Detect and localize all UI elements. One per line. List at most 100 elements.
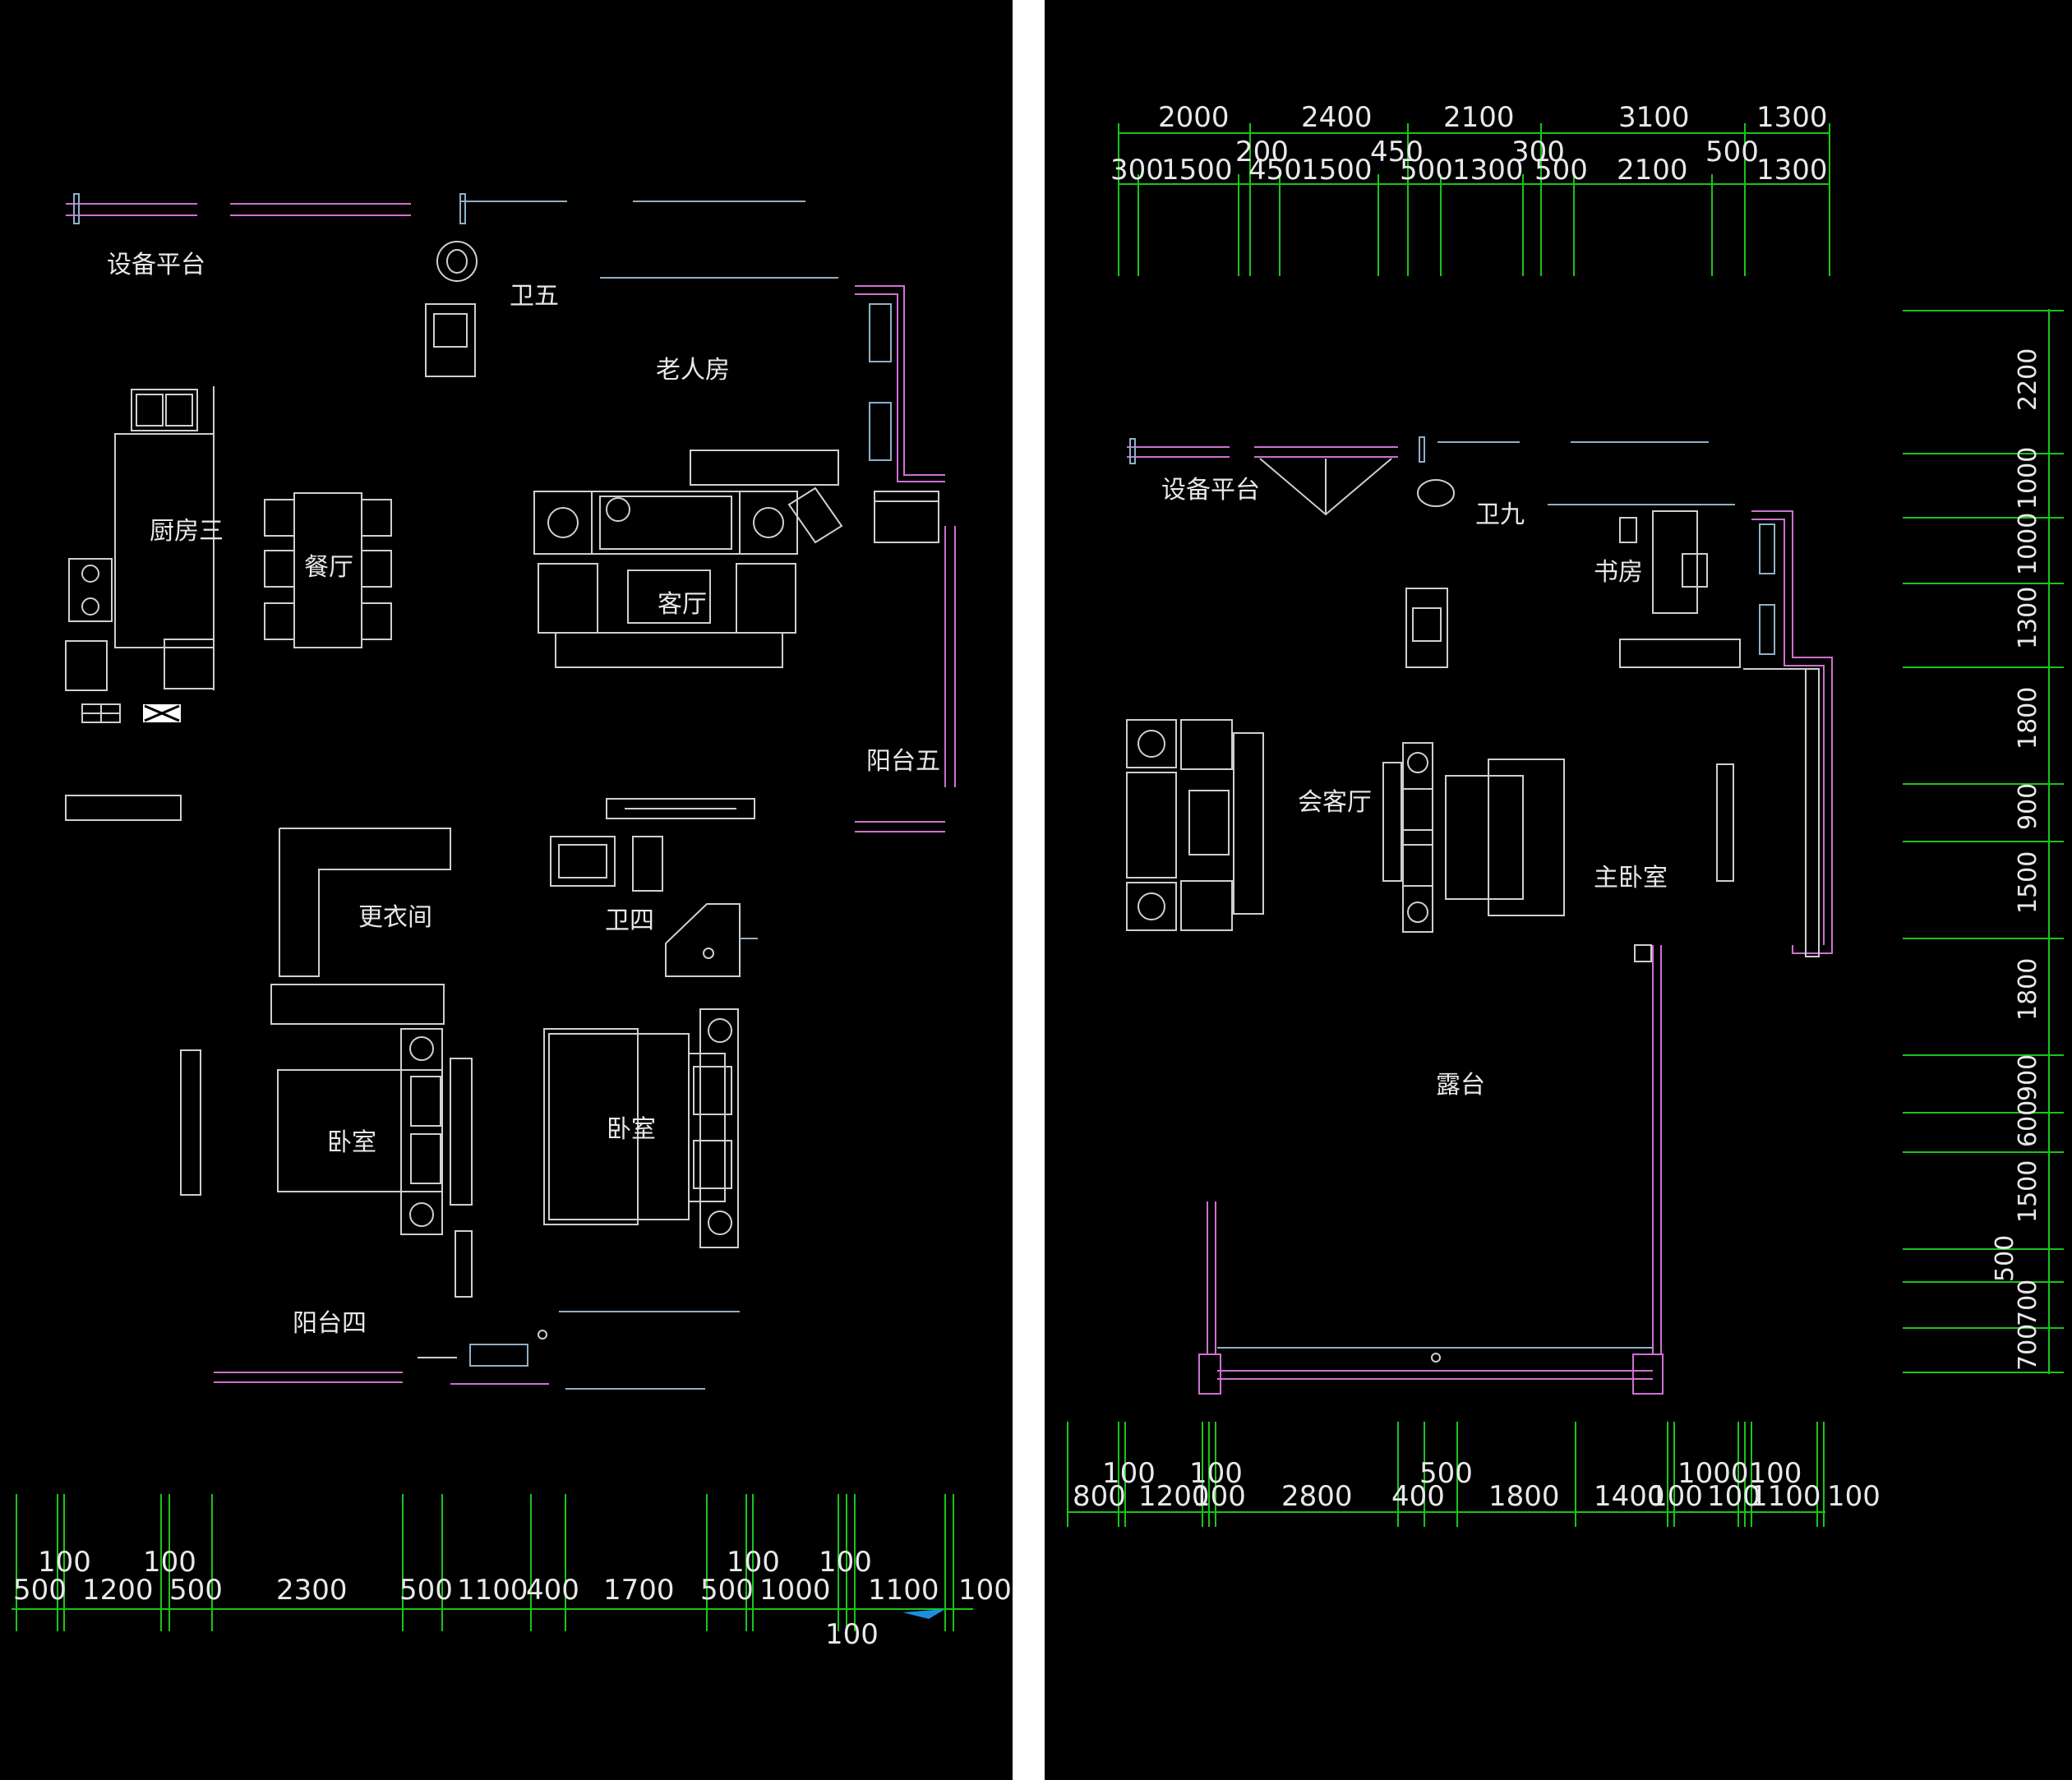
label-bedroom-b: 卧室 — [607, 1115, 656, 1144]
right-room-labels: 设备平台 卫九 书房 会客厅 主卧室 露台 — [1161, 476, 1668, 1100]
dim-value: 3100 — [1618, 101, 1690, 134]
right-top-walls — [1127, 436, 1735, 516]
dim-value: 500 — [13, 1574, 67, 1607]
label-equip-platform: 设备平台 — [1161, 476, 1260, 505]
top-walls — [66, 193, 838, 279]
bottom-dimension-text: 100 100 500 1000100 800 1200 100 2800 40… — [1073, 1457, 1880, 1513]
dim-value: 100 — [1650, 1480, 1703, 1513]
label-reception: 会客厅 — [1298, 788, 1372, 817]
dim-value: 450 — [1248, 154, 1302, 187]
dim-value: 2800 — [1281, 1480, 1353, 1513]
dim-value: 1100 — [1750, 1480, 1821, 1513]
dim-value: 2400 — [1301, 101, 1373, 134]
right-floor-plan: 设备平台 卫九 书房 会客厅 主卧室 露台 2000 2400 2100 310… — [1045, 0, 2072, 1780]
dim-value: 100 — [1193, 1480, 1246, 1513]
reception-furniture — [1126, 719, 1264, 931]
dim-value: 900 — [2014, 1054, 2042, 1101]
label-master: 主卧室 — [1594, 864, 1668, 892]
dim-value: 1800 — [2014, 958, 2042, 1021]
label-equip-platform: 设备平台 — [107, 251, 205, 279]
balcony4-walls — [214, 1311, 740, 1390]
dim-value: 400 — [526, 1574, 579, 1607]
dim-value: 500 — [399, 1574, 453, 1607]
label-elder-room: 老人房 — [656, 356, 730, 385]
dim-value: 400 — [1391, 1480, 1445, 1513]
dressing-furniture — [65, 795, 451, 1025]
dim-value: 1800 — [2014, 687, 2042, 749]
dim-value: 100 — [819, 1546, 872, 1579]
dim-value: 1100 — [868, 1574, 939, 1607]
dim-value: 200 — [1235, 136, 1289, 168]
dim-value: 450 — [1370, 136, 1424, 168]
dim-value: 500 — [1705, 136, 1759, 168]
left-dimension-text: 500 1200 500 2300 500 1100 400 1700 500 … — [13, 1546, 1012, 1651]
dim-value: 1200 — [1138, 1480, 1210, 1513]
right-dimension-lines — [1903, 309, 2064, 1374]
label-bedroom-a: 卧室 — [327, 1128, 376, 1157]
left-dimension-lines — [12, 1494, 973, 1631]
dim-value: 100 — [1827, 1480, 1880, 1513]
label-bath5: 卫五 — [510, 282, 559, 311]
left-room-labels: 设备平台 卫五 老人房 厨房三 餐厅 客厅 阳台五 更衣间 卫四 卧室 卧室 阳… — [107, 251, 940, 1338]
dim-value: 2300 — [276, 1574, 348, 1607]
dim-value: 1100 — [457, 1574, 528, 1607]
dim-value: 600 — [2014, 1100, 2042, 1147]
top-dimension-lines — [1118, 123, 1830, 276]
dim-value: 1500 — [1161, 154, 1233, 187]
dim-value: 2200 — [2014, 348, 2042, 411]
dim-value: 1800 — [1488, 1480, 1560, 1513]
label-terrace: 露台 — [1436, 1071, 1485, 1100]
dim-value: 1300 — [1452, 154, 1524, 187]
bedroom-b-bed — [543, 1008, 739, 1248]
dim-value: 1500 — [2014, 851, 2042, 914]
bath9-fixtures — [1405, 479, 1455, 668]
dim-value: 2100 — [1617, 154, 1688, 187]
label-living: 客厅 — [658, 590, 707, 619]
dim-value: 1000 — [2014, 513, 2042, 575]
dim-value: 500 — [1534, 154, 1588, 187]
dim-value: 1500 — [2014, 1160, 2042, 1223]
left-floor-plan: 设备平台 卫五 老人房 厨房三 餐厅 客厅 阳台五 更衣间 卫四 卧室 卧室 阳… — [0, 0, 1013, 1780]
label-bath9: 卫九 — [1475, 500, 1525, 529]
label-balcony4: 阳台四 — [293, 1309, 367, 1338]
right-dimension-text: 2200 1000 1000 1300 1800 900 1500 1800 9… — [1991, 348, 2042, 1371]
label-dressing: 更衣间 — [358, 903, 432, 932]
dim-value: 100 — [143, 1546, 196, 1579]
dim-value: 300 — [1110, 154, 1164, 187]
dim-value: 500 — [1991, 1235, 2019, 1282]
label-balcony5: 阳台五 — [866, 747, 940, 776]
dim-value: 100 — [1102, 1457, 1156, 1490]
master-bed — [1382, 742, 1734, 933]
bath5-fixtures — [425, 241, 478, 377]
label-bath4: 卫四 — [605, 906, 654, 935]
bedroom-a-bed — [180, 1028, 473, 1298]
dim-value: 1300 — [1756, 154, 1828, 187]
dim-value: 2100 — [1443, 101, 1515, 134]
dim-value: 100 — [38, 1546, 91, 1579]
dim-value: 100 — [727, 1546, 780, 1579]
dim-value: 500 — [169, 1574, 223, 1607]
dim-value: 500 — [1400, 154, 1453, 187]
dim-value: 300 — [1511, 136, 1565, 168]
dim-value: 1000100 — [1677, 1457, 1802, 1490]
dim-value: 100 — [958, 1574, 1012, 1607]
dim-value: 800 — [1073, 1480, 1126, 1513]
dim-value: 1300 — [1756, 101, 1828, 134]
bottom-dimension-lines — [1067, 1422, 1825, 1527]
study-furniture — [1619, 510, 1833, 957]
dim-value: 100 — [1189, 1457, 1243, 1490]
label-kitchen3: 厨房三 — [150, 517, 224, 546]
dim-value: 700 — [2014, 1324, 2042, 1371]
dim-value: 1700 — [603, 1574, 675, 1607]
dim-value: 1200 — [82, 1574, 154, 1607]
panel-divider — [1013, 0, 1045, 1780]
terrace-walls — [1198, 944, 1664, 1395]
dim-value: 500 — [1419, 1457, 1473, 1490]
dim-value: 1000 — [759, 1574, 831, 1607]
kitchen-fixtures — [65, 386, 215, 723]
bath4-fixtures — [550, 798, 758, 977]
dining-table — [264, 492, 392, 648]
dim-value: 100 — [1707, 1480, 1761, 1513]
dim-value: 1300 — [2014, 587, 2042, 649]
dim-value: 500 — [700, 1574, 754, 1607]
